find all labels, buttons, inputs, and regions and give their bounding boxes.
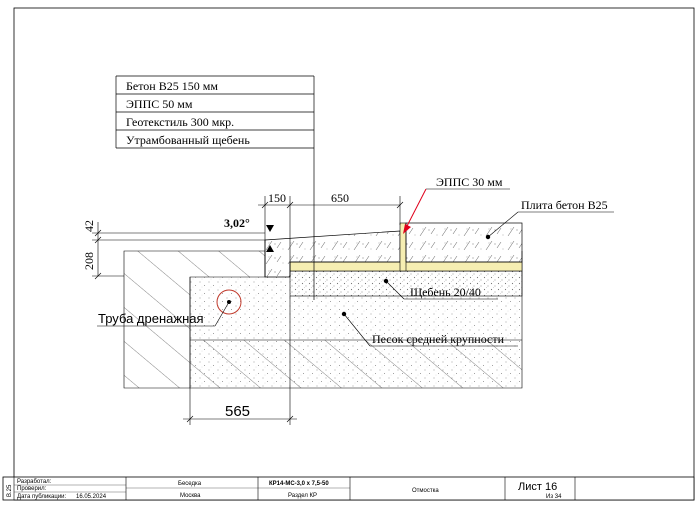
slope-angle: 3,02°	[224, 216, 250, 230]
layer-row-2: ЭППС 50 мм	[126, 97, 193, 111]
left-dimensions	[92, 222, 265, 280]
bottom-dimension	[183, 296, 297, 425]
gravel-layer	[289, 270, 523, 297]
slope-arrow-up	[266, 245, 274, 252]
top-dimensions	[258, 196, 404, 262]
tb-section: Раздел КР	[288, 493, 317, 499]
tb-total: Из 34	[546, 494, 562, 500]
dim-650: 650	[331, 191, 349, 205]
callout-slab: Плита бетон B25	[521, 198, 608, 212]
layers-table: Бетон B25 150 мм ЭППС 50 мм Геотекстиль …	[115, 75, 315, 300]
epps30-arrow	[403, 224, 411, 234]
tb-drawing: Отмостка	[412, 488, 439, 494]
callout-pipe: Труба дренажная	[98, 311, 204, 326]
soil-block	[123, 250, 523, 389]
tb-developed: Разработал:	[17, 479, 52, 485]
side-label: В.25	[7, 484, 13, 497]
tb-published-label: Дата публикации:	[17, 494, 67, 500]
tb-published-date: 16.05.2024	[76, 494, 107, 500]
tb-city: Москва	[180, 493, 201, 499]
layer-row-4: Утрамбованный щебень	[126, 133, 250, 147]
tb-checked: Проверил:	[17, 486, 47, 492]
layer-row-1: Бетон B25 150 мм	[126, 79, 218, 93]
tb-sheet: Лист 16	[518, 481, 557, 493]
callout-epps30: ЭППС 30 мм	[436, 175, 503, 189]
slope-arrow-down	[266, 225, 274, 232]
tb-project: Беседка	[178, 481, 202, 487]
dim-42: 42	[82, 220, 96, 232]
tb-code: КР14-МС-3,0 х 7,5-50	[269, 481, 329, 487]
concrete-slab	[405, 222, 523, 263]
dim-150: 150	[268, 191, 286, 205]
callout-gravel: Щебень 20/40	[410, 285, 481, 299]
callout-sand: Песок средней крупности	[372, 332, 505, 346]
drain-pipe-icon	[216, 289, 242, 315]
title-block	[2, 476, 695, 501]
dim-565: 565	[225, 403, 250, 420]
layer-row-3: Геотекстиль 300 мкр.	[126, 115, 234, 129]
dim-208: 208	[82, 252, 96, 270]
